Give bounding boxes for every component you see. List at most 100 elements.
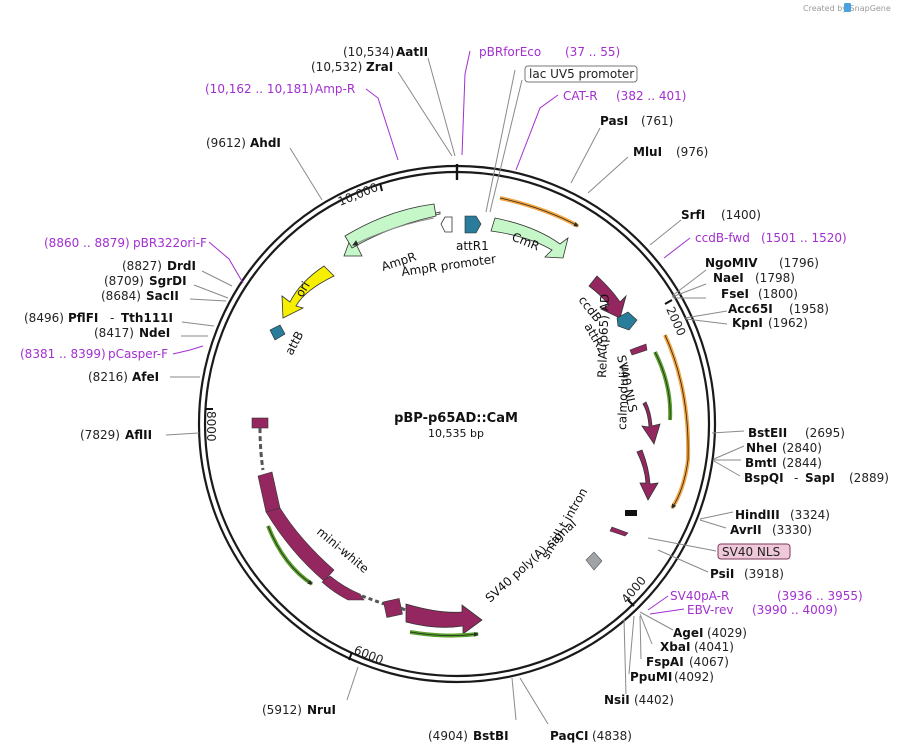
pcasper-range: (8381 .. 8399) [20, 347, 106, 361]
agei-name: AgeI [673, 626, 703, 640]
smallt-feature [625, 510, 637, 516]
small-marker-1 [609, 526, 629, 537]
ngomiv-pos: (1796) [779, 256, 819, 270]
pcasper-name: pCasper-F [108, 347, 168, 361]
naei-pos: (1798) [755, 271, 795, 285]
aflii-name: AflII [125, 428, 152, 442]
ori-feature [281, 265, 335, 319]
drdi-pos: (8827) [122, 259, 162, 273]
paqci-pos: (4838) [592, 729, 632, 743]
sv40par-name: SV40pA-R [670, 589, 729, 603]
leader-lines [165, 50, 745, 725]
ahdi-name: AhdI [250, 136, 281, 150]
ahdi-pos: (9612) [206, 136, 246, 150]
ccdbfwd-range: (1501 .. 1520) [761, 231, 847, 245]
boxed-labels: lac UV5 promoter SV40 NLS [524, 65, 791, 560]
attr1-feature [464, 215, 482, 234]
minwhite-intron-1 [258, 427, 265, 471]
ngomiv-name: NgoMIV [705, 256, 758, 270]
bsteii-pos: (2695) [805, 426, 845, 440]
minwhite-seg-1 [251, 417, 269, 429]
ndei-pos: (8417) [94, 326, 134, 340]
pflfi-pos: (8496) [24, 311, 64, 325]
zrai-name: ZraI [366, 60, 393, 74]
bstbi-pos: (4904) [428, 729, 468, 743]
minwhite-seg-4 [321, 575, 365, 601]
bstbi-name: BstBI [473, 729, 509, 743]
orange-band-right [663, 334, 691, 510]
sv40nls-feature [629, 343, 648, 356]
afei-pos: (8216) [88, 370, 128, 384]
xbai-name: XbaI [660, 640, 690, 654]
ppumi-pos: (4092) [674, 670, 714, 684]
fsei-name: FseI [721, 287, 749, 301]
nrui-pos: (5912) [262, 703, 302, 717]
pasi-name: PasI [600, 114, 628, 128]
svg-text:-: - [794, 471, 798, 485]
acc65i-name: Acc65I [728, 302, 773, 316]
drdi-name: DrdI [167, 259, 196, 273]
zrai-pos: (10,532) [311, 60, 362, 74]
pflfi-name: PflFI [68, 311, 98, 325]
pbr322-name: pBR322ori-F [133, 236, 207, 250]
attr1-label: attR1 [456, 239, 489, 253]
ampr-primer-range: (10,162 .. 10,181) [205, 82, 314, 96]
sv40nls-box [717, 543, 791, 560]
attb-feature [269, 324, 286, 341]
tth111i-name: Tth111I [121, 311, 173, 325]
calmodulin-feature [636, 449, 659, 501]
sgrdi-name: SgrDI [149, 274, 187, 288]
kpni-name: KpnI [732, 316, 763, 330]
calmodulin-label: calmodulin [615, 364, 631, 430]
sgrdi-pos: (8709) [104, 274, 144, 288]
ndei-name: NdeI [139, 326, 170, 340]
plasmid-name: pBP-p65AD::CaM [394, 411, 518, 426]
catr-name: CAT-R [563, 89, 598, 103]
avrii-name: AvrII [730, 523, 762, 537]
cmr-feature [490, 217, 569, 259]
nsii-pos: (4402) [634, 693, 674, 707]
afei-name: AfeI [132, 370, 159, 384]
naei-name: NaeI [713, 271, 744, 285]
nrui-name: NruI [307, 703, 336, 717]
lacuv5-label: lac UV5 promoter [529, 67, 634, 81]
fspai-pos: (4067) [689, 655, 729, 669]
minwhite-seg-6 [405, 603, 483, 635]
bsteii-name: BstEII [748, 426, 787, 440]
aatii-name: AatII [396, 45, 428, 59]
psii-pos: (3918) [744, 567, 784, 581]
ccdbfwd-name: ccdB-fwd [695, 231, 750, 245]
fsei-pos: (1800) [758, 287, 798, 301]
mlui-name: MluI [633, 145, 662, 159]
rela-feature [641, 401, 661, 445]
kpni-pos: (1962) [768, 316, 808, 330]
sapi-name: SapI [805, 471, 835, 485]
aflii-pos: (7829) [80, 428, 120, 442]
srfi-name: SrfI [681, 208, 705, 222]
pasi-pos: (761) [641, 114, 673, 128]
sacii-pos: (8684) [101, 289, 141, 303]
ppumi-name: PpuMI [630, 670, 672, 684]
tick-2000 [664, 299, 673, 305]
ebvrev-range: (3990 .. 4009) [752, 603, 838, 617]
nsii-name: NsiI [604, 693, 630, 707]
green-band-right [653, 351, 673, 421]
tick-label-6000: 6000 [352, 643, 386, 667]
lacuv5-box [524, 65, 638, 83]
ampr-primer-green [352, 217, 435, 246]
plasmid-size: 10,535 bp [428, 427, 484, 440]
paqci-name: PaqCI [550, 729, 588, 743]
tick-10000 [379, 182, 383, 192]
sv40par-range: (3936 .. 3955) [777, 589, 863, 603]
attr2-feature [616, 311, 638, 331]
hindiii-pos: (3324) [790, 508, 830, 522]
mlui-pos: (976) [676, 145, 708, 159]
hindiii-name: HindIII [735, 508, 780, 522]
sacii-name: SacII [146, 289, 179, 303]
enzyme-labels: (10,534) AatII (10,532) ZraI (9612) AhdI… [24, 45, 889, 743]
avrii-pos: (3330) [772, 523, 812, 537]
sv40polya-feature [585, 551, 603, 571]
pbrforeco-range: (37 .. 55) [565, 45, 620, 59]
